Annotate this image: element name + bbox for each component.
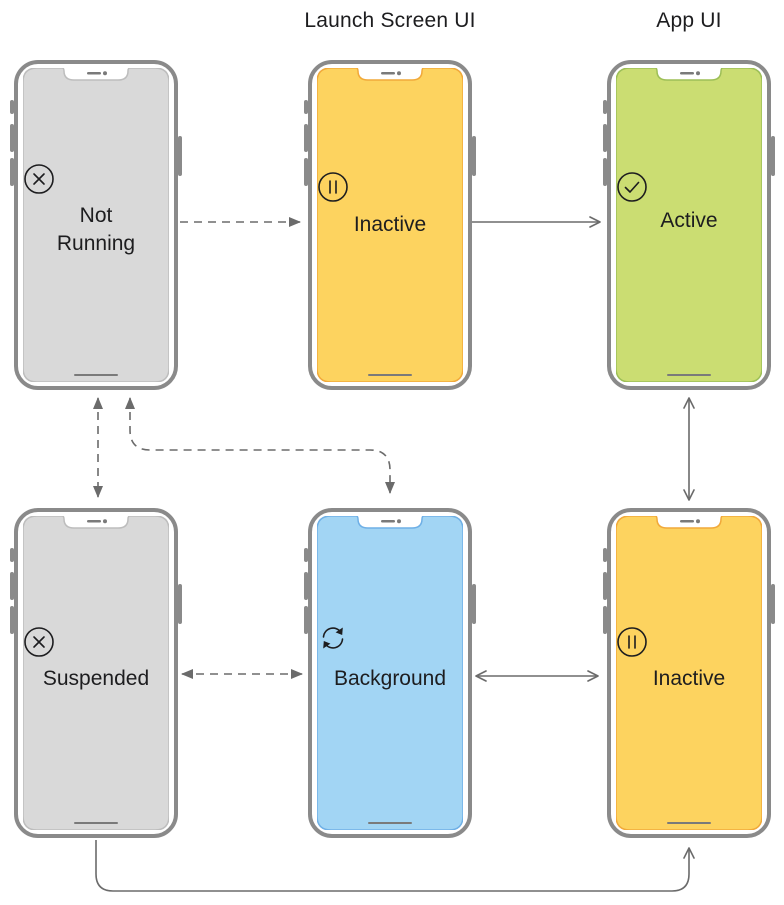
side-button (304, 100, 308, 114)
home-indicator (667, 374, 711, 376)
side-button (178, 136, 182, 176)
screen: Inactive (616, 516, 762, 830)
side-button (472, 584, 476, 624)
side-button (304, 572, 308, 600)
side-button (10, 158, 14, 186)
screen: Suspended (23, 516, 169, 830)
side-button (771, 584, 775, 624)
checkmark-circle-icon (617, 172, 647, 202)
phone-active: Active (603, 60, 775, 390)
phone-not-running: Not Running (10, 60, 182, 390)
side-button (603, 100, 607, 114)
side-button (304, 124, 308, 152)
home-indicator (74, 822, 118, 824)
side-button (771, 136, 775, 176)
side-button (472, 136, 476, 176)
side-button (10, 548, 14, 562)
app-ui-header: App UI (656, 9, 722, 32)
state-label: Inactive (353, 213, 427, 236)
home-indicator (667, 822, 711, 824)
home-indicator (74, 374, 118, 376)
phone-inactive-launch: Inactive (304, 60, 476, 390)
state-label-line2: Running (56, 232, 136, 255)
side-button (304, 158, 308, 186)
side-button (304, 548, 308, 562)
side-button (10, 606, 14, 634)
refresh-icon (322, 627, 344, 649)
state-label-line1: Not (79, 204, 113, 227)
state-label: Inactive (652, 667, 726, 690)
home-indicator (368, 822, 412, 824)
state-label: Suspended (42, 667, 150, 690)
phone-suspended: Suspended (10, 508, 182, 838)
side-button (178, 584, 182, 624)
side-button (10, 572, 14, 600)
x-circle-icon (24, 164, 54, 194)
phone-inactive-app: Inactive (603, 508, 775, 838)
side-button (603, 124, 607, 152)
pause-circle-icon (617, 627, 647, 657)
side-button (603, 606, 607, 634)
screen: Background (317, 516, 463, 830)
side-button (304, 606, 308, 634)
phone-background: Background (304, 508, 476, 838)
side-button (603, 572, 607, 600)
home-indicator (368, 374, 412, 376)
state-label: Background (333, 667, 447, 690)
screen: Inactive (317, 68, 463, 382)
state-label: Active (660, 209, 718, 232)
screen: Not Running (23, 68, 169, 382)
side-button (603, 548, 607, 562)
screen: Active (616, 68, 762, 382)
launch-screen-ui-header: Launch Screen UI (304, 9, 476, 32)
arrow-background-notrunning (125, 397, 395, 494)
x-circle-icon (24, 627, 54, 657)
side-button (10, 100, 14, 114)
pause-circle-icon (318, 172, 348, 202)
arrow-suspended-to-inactive (95, 840, 695, 892)
side-button (603, 158, 607, 186)
side-button (10, 124, 14, 152)
